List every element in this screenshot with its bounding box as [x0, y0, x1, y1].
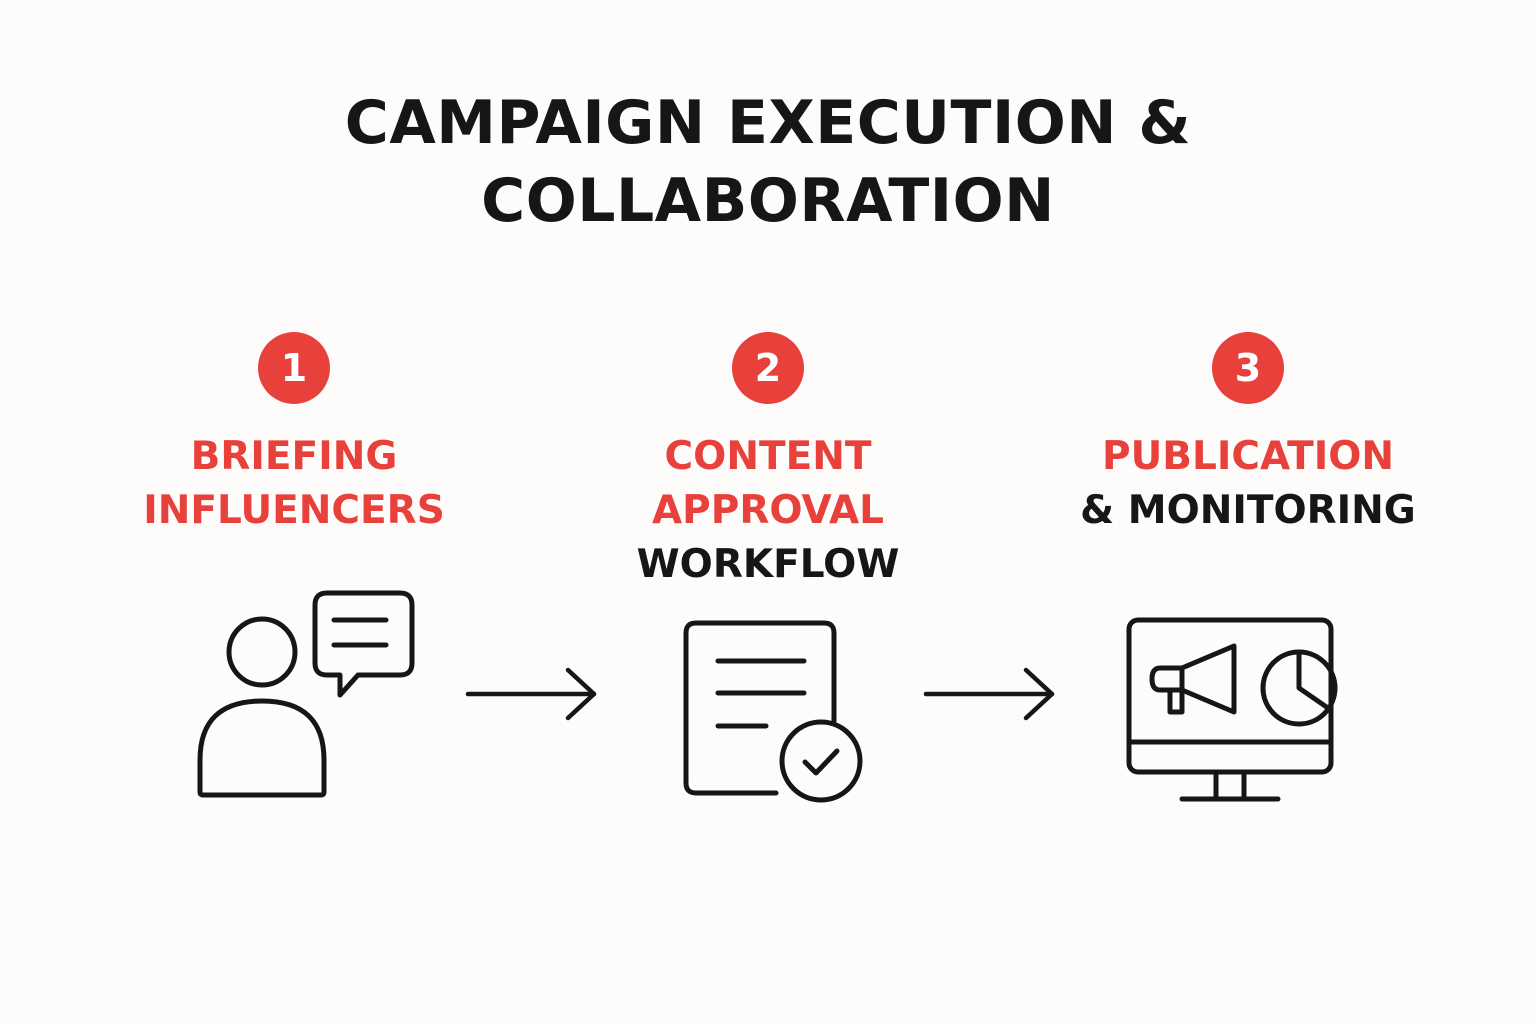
step-label-line: PUBLICATION: [1101, 434, 1395, 479]
step-number-badge: 1: [258, 332, 330, 404]
step-label-line: CONTENT: [664, 434, 872, 479]
megaphone: [1149, 643, 1237, 715]
arrow-right-icon: [923, 667, 1055, 721]
step-number-badge: 2: [732, 332, 804, 404]
step-label: CONTENT APPROVAL WORKFLOW: [578, 430, 958, 592]
step-label-line: WORKFLOW: [636, 542, 900, 587]
person-body: [197, 698, 327, 798]
diagram-title: CAMPAIGN EXECUTION & COLLABORATION: [0, 84, 1536, 240]
document-outline: [683, 620, 837, 796]
step-1: 1 BRIEFING INFLUENCERS: [104, 332, 484, 538]
check-circle: [779, 719, 863, 803]
step-label-line: INFLUENCERS: [143, 488, 445, 533]
step-label: BRIEFING INFLUENCERS: [104, 430, 484, 538]
step-3: 3 PUBLICATION & MONITORING: [1058, 332, 1438, 538]
step-number-badge: 3: [1212, 332, 1284, 404]
pie-slice: [1296, 649, 1331, 711]
step-2: 2 CONTENT APPROVAL WORKFLOW: [578, 332, 958, 592]
arrow-right-icon: [465, 667, 597, 721]
megaphone-handle: [1167, 687, 1185, 715]
checkmark: [802, 748, 840, 776]
step-label-line: BRIEFING: [190, 434, 398, 479]
title-line-1: CAMPAIGN EXECUTION &: [344, 88, 1192, 158]
step-label-line: APPROVAL: [651, 488, 885, 533]
person-head: [226, 616, 298, 688]
speech-bubble: [312, 590, 415, 698]
title-line-2: COLLABORATION: [481, 166, 1055, 236]
person-speech-bubble-icon: [197, 590, 415, 798]
step-label-line: & MONITORING: [1080, 488, 1416, 533]
monitor-screen: [1126, 617, 1334, 775]
monitor-megaphone-chart-icon: [1126, 617, 1338, 802]
step-label: PUBLICATION & MONITORING: [1058, 430, 1438, 538]
document-checkmark-icon: [683, 620, 863, 803]
